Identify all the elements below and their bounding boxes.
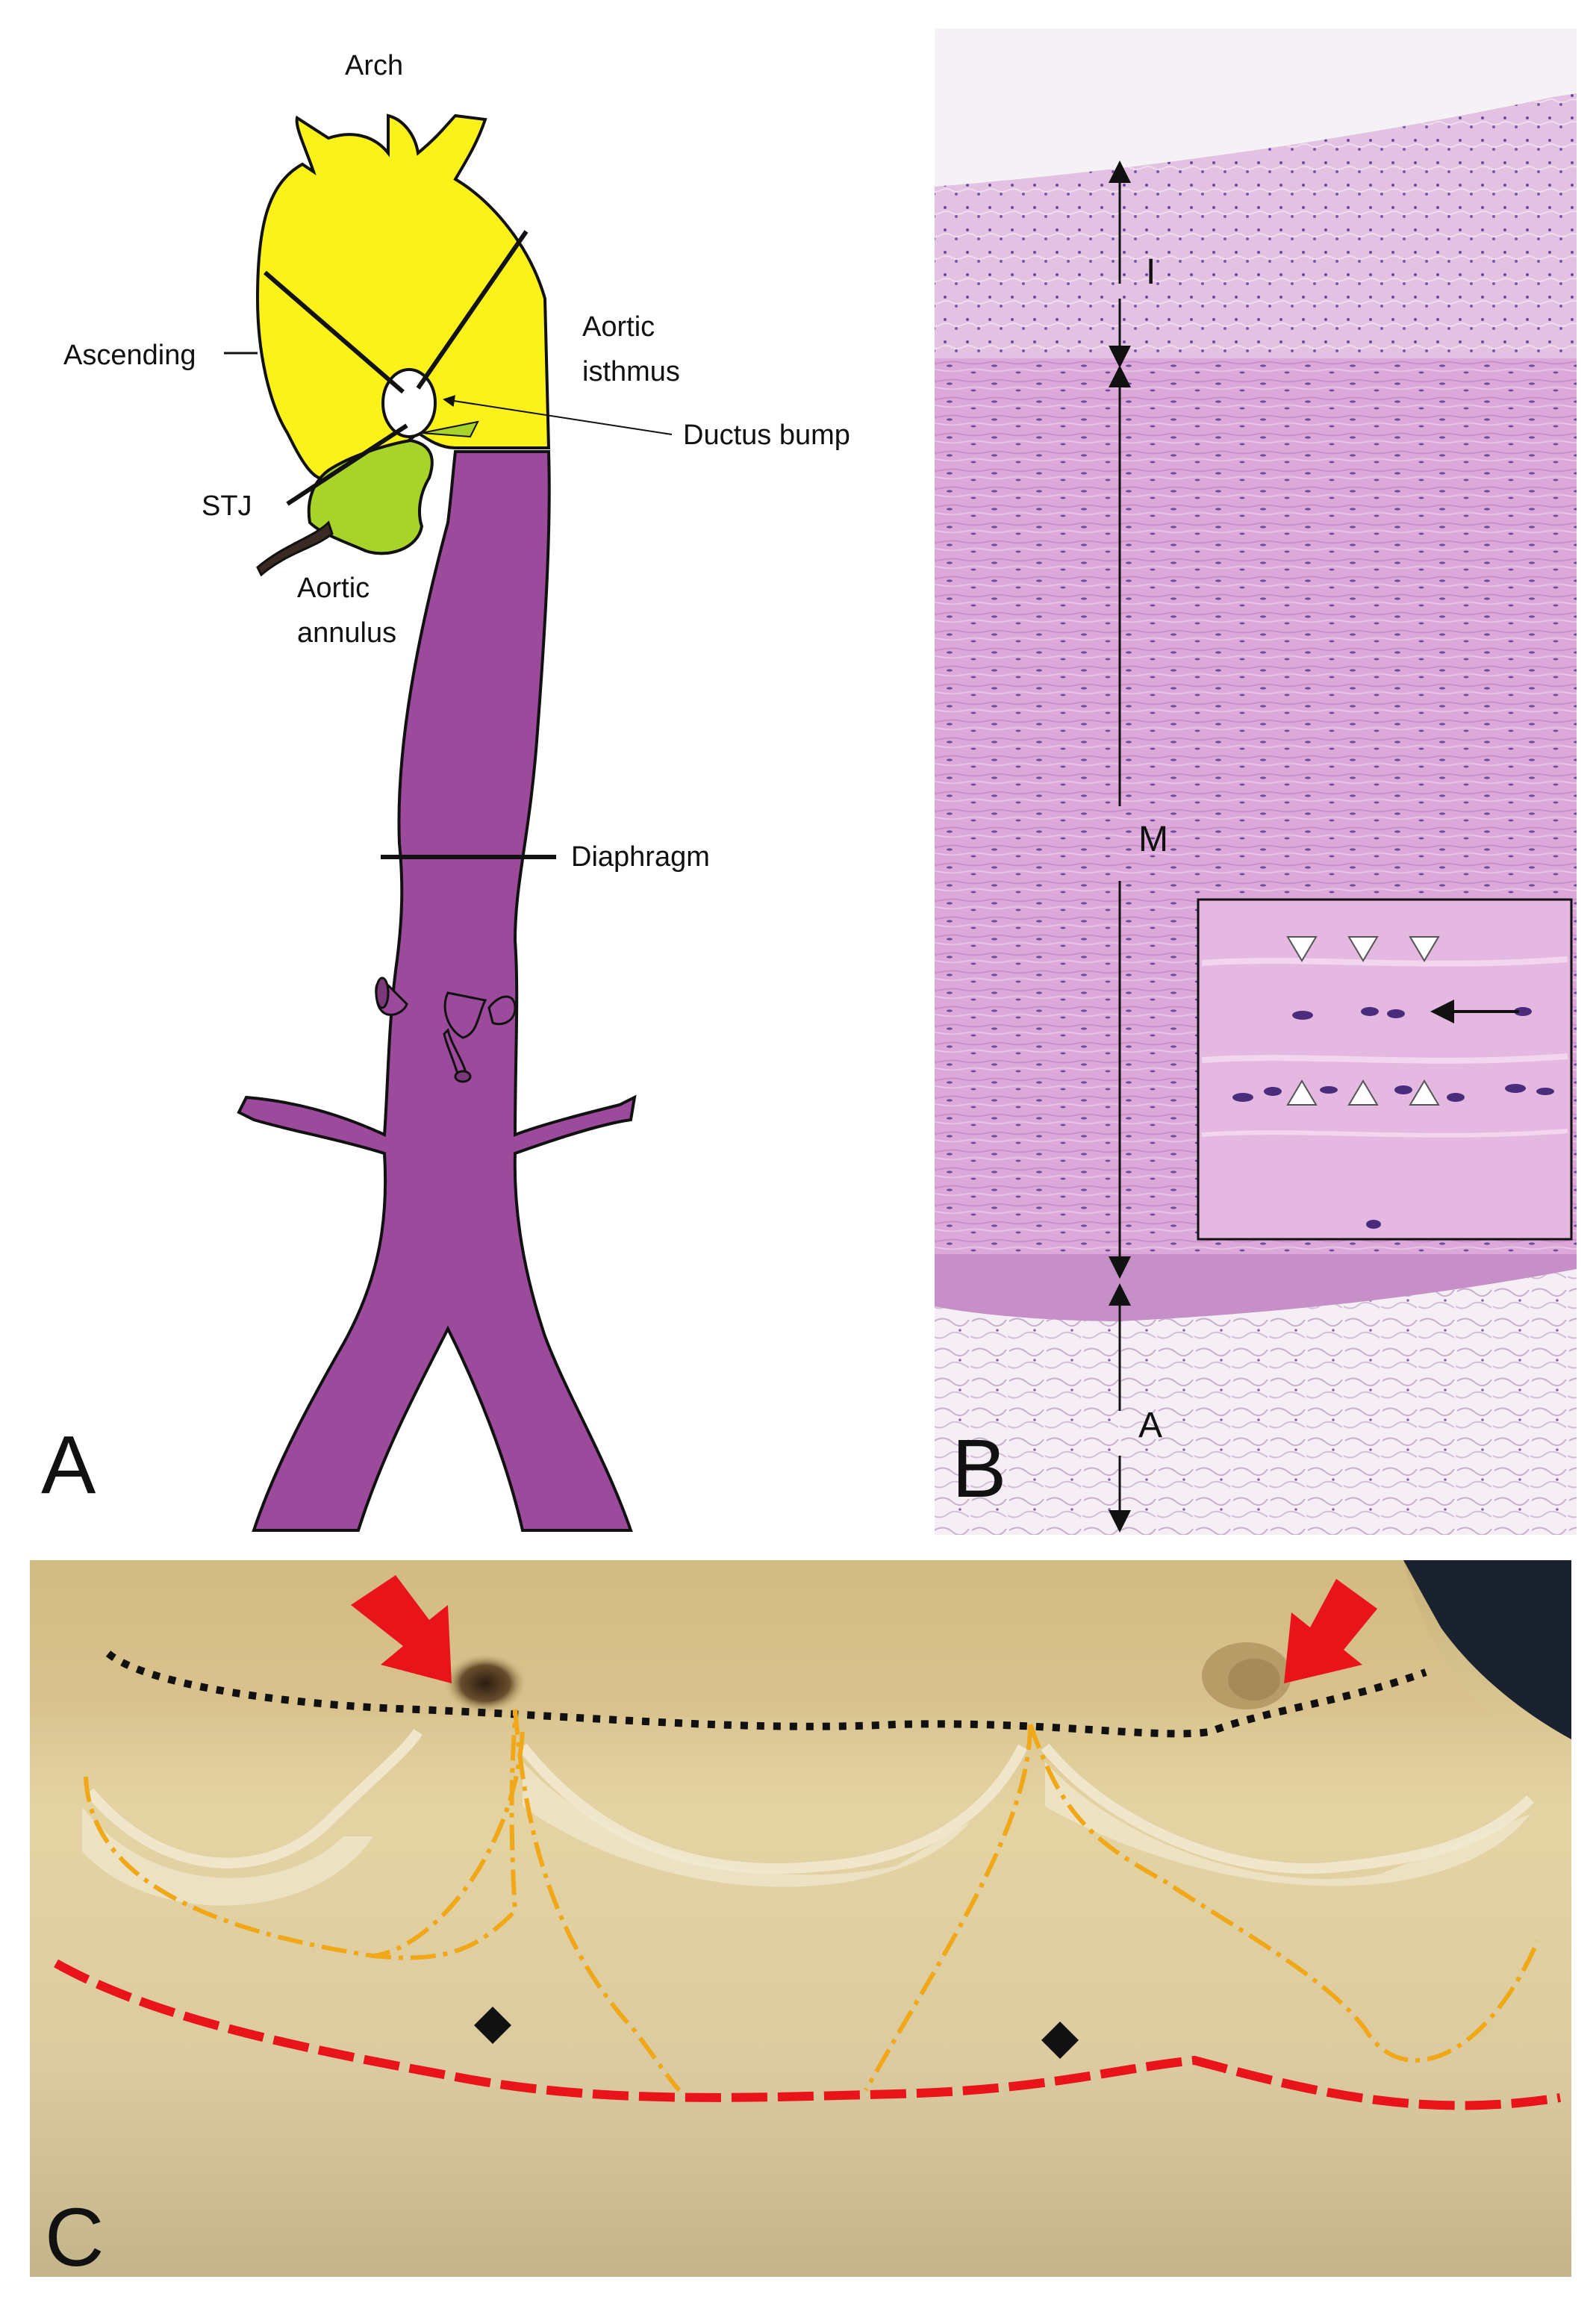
inset-triangle-down-3 bbox=[1409, 936, 1440, 962]
inset-triangle-down-2 bbox=[1347, 936, 1379, 962]
inset-triangle-up-1 bbox=[1286, 1079, 1318, 1106]
red-arrow-right bbox=[1284, 1579, 1377, 1683]
descending-aorta-segment bbox=[237, 450, 637, 1532]
label-diaphragm: Diaphragm bbox=[571, 841, 710, 873]
intima-layer bbox=[935, 93, 1577, 358]
diamond-marker-right bbox=[1041, 2022, 1079, 2059]
crown-lines bbox=[84, 1709, 1540, 2092]
inset-triangle-up-2 bbox=[1347, 1079, 1379, 1106]
ductus-pointer bbox=[443, 395, 673, 435]
visceral-branches bbox=[375, 976, 517, 1083]
inset-triangle-down-1 bbox=[1286, 936, 1318, 962]
panel-c: C bbox=[30, 1560, 1571, 2284]
label-aortic-isthmus-line2: isthmus bbox=[582, 356, 680, 387]
isthmus-line bbox=[416, 230, 529, 390]
panel-b: I M A bbox=[935, 28, 1577, 1535]
inset-triangle-up-3 bbox=[1409, 1079, 1440, 1106]
label-aortic-annulus-line2: annulus bbox=[297, 617, 396, 649]
panel-letter-c: C bbox=[45, 2192, 104, 2284]
red-arrow-left bbox=[351, 1575, 452, 1683]
layer-label-adventitia: A bbox=[1138, 1406, 1162, 1445]
basal-ring-line bbox=[54, 1959, 1561, 2110]
layer-label-media: M bbox=[1138, 820, 1168, 859]
media-adventitia-border bbox=[935, 1254, 1577, 1321]
stj-line bbox=[264, 270, 405, 394]
diamond-marker-left bbox=[474, 2007, 511, 2044]
label-aortic-isthmus-line1: Aortic bbox=[582, 311, 655, 343]
label-aortic-annulus-line1: Aortic bbox=[297, 573, 370, 604]
panel-letter-b: B bbox=[952, 1423, 1006, 1515]
adventitia-layer bbox=[935, 1269, 1577, 1535]
histology-inset bbox=[1197, 898, 1573, 1241]
label-ductus-bump: Ductus bump bbox=[683, 420, 850, 451]
panel-letter-a: A bbox=[41, 1419, 96, 1511]
sinotubular-junction-line bbox=[105, 1651, 1427, 1738]
root-line bbox=[286, 423, 408, 506]
coronary-ostium-left bbox=[444, 1654, 526, 1713]
label-ascending: Ascending bbox=[63, 340, 196, 371]
ascending-arch-segment bbox=[255, 113, 551, 481]
layer-label-intima: I bbox=[1146, 252, 1156, 292]
panel-a: Arch Ascending Aortic isthmus Ductus bum… bbox=[41, 50, 850, 1532]
label-arch: Arch bbox=[345, 50, 403, 81]
label-stj: STJ bbox=[202, 490, 252, 522]
